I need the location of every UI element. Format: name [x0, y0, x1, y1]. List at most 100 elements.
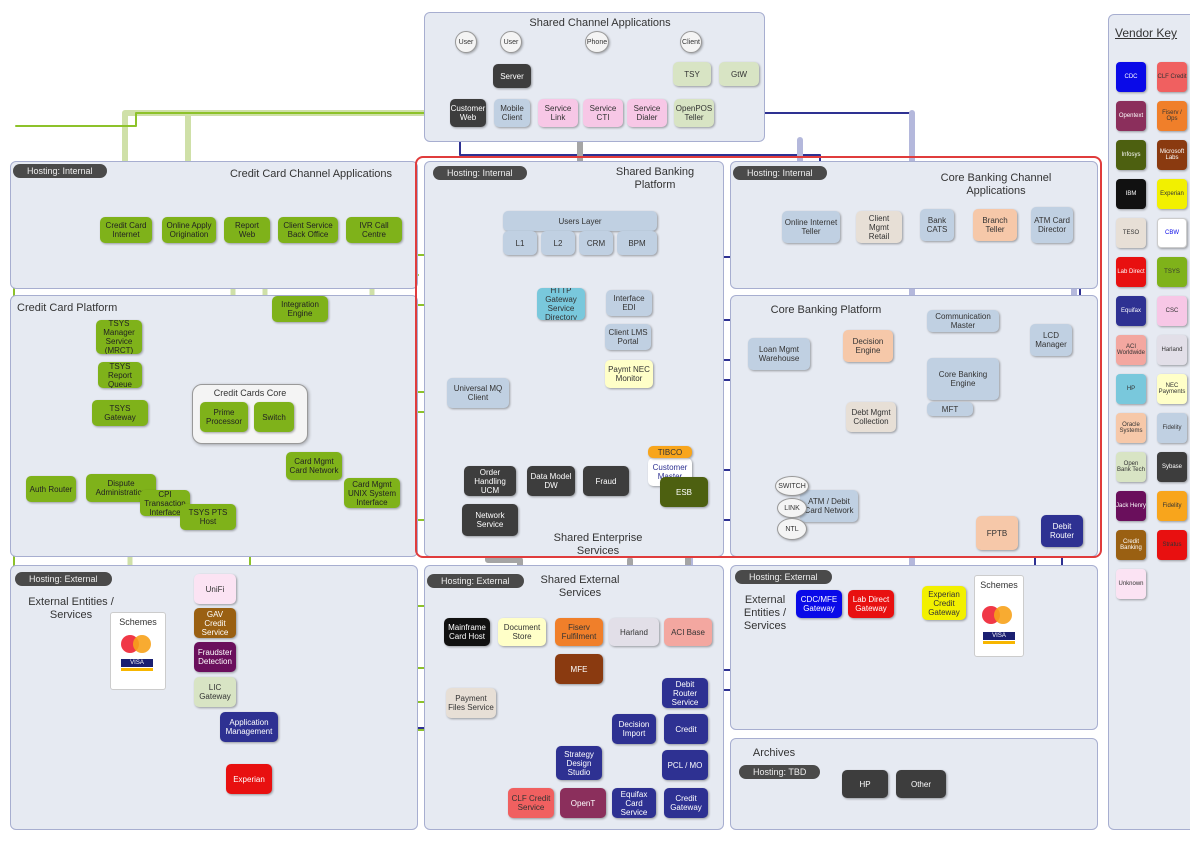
node-se-doc: Document Store	[498, 618, 546, 646]
hosting-tag: Hosting: External	[15, 572, 112, 586]
vendor-swatch: IBM	[1116, 179, 1146, 209]
node-cc-integration: Integration Engine	[272, 296, 328, 322]
node-se-clf: CLF Credit Service	[508, 788, 554, 818]
node-ch-svc3: Service Dialer	[627, 99, 667, 127]
vendor-swatch: Stratus	[1157, 530, 1187, 560]
node-cc-card-mgmt: Card Mgmt Card Network	[286, 452, 342, 480]
vendor-swatch: Fidelity	[1157, 413, 1187, 443]
node-cb-atm: ATM Card Director	[1031, 207, 1073, 243]
vendor-swatch: CLF Credit	[1157, 62, 1187, 92]
node-cp-lcd: LCD Manager	[1030, 324, 1072, 356]
node-ch-user1: User	[455, 31, 477, 53]
panel-subtitle: Shared Enterprise Services	[553, 532, 643, 557]
panel-title: Credit Card Channel Applications	[229, 168, 393, 180]
node-ar-hp: HP	[842, 770, 888, 798]
node-se-fiserv: Fiserv Fulfilment	[555, 618, 603, 646]
node-cp-loan-mgmt: Loan Mgmt Warehouse	[748, 338, 810, 370]
card-schemes-logo-right: Schemes VISA	[974, 575, 1024, 657]
vendor-swatch: Fidelity	[1157, 491, 1187, 521]
node-ch-user2: User	[500, 31, 522, 53]
visa-stripe	[121, 668, 153, 671]
node-sb-esb: ESB	[660, 477, 708, 507]
vendor-swatch: Fiserv / Ops	[1157, 101, 1187, 131]
node-cp-link: LINK	[777, 498, 807, 518]
connector-line	[15, 112, 453, 127]
credit-cards-core-label: Credit Cards Core	[213, 388, 287, 398]
node-cc-backoffice: Client Service Back Office	[278, 217, 338, 243]
hosting-tag: Hosting: TBD	[739, 765, 821, 779]
node-er-experian: Experian Credit Gateway	[922, 586, 966, 620]
vendor-swatch: TESO	[1116, 218, 1146, 248]
node-se-mfe: MFE	[555, 654, 603, 684]
node-sb-paymt: Paymt NEC Monitor	[605, 360, 653, 388]
node-er-cdc: CDC/MFE Gateway	[796, 590, 842, 618]
node-cb-bank: Bank CATS	[920, 209, 954, 241]
node-ch-svc1: Service Link	[538, 99, 578, 127]
node-cp-debit: Debit Router	[1041, 515, 1083, 547]
mastercard-icon	[133, 635, 151, 653]
vendor-swatch: Microsoft Labs	[1157, 140, 1187, 170]
panel-title: External Entities / Services	[743, 594, 787, 632]
vendor-swatch: Experian	[1157, 179, 1187, 209]
node-se-aci: ACI Base	[664, 618, 712, 646]
panel-title: Credit Card Platform	[17, 302, 118, 314]
vendor-swatch: CDC	[1116, 62, 1146, 92]
banking-platform-frame	[415, 156, 1102, 558]
hosting-tag: Hosting: Internal	[433, 166, 527, 180]
vendor-swatch: Infosys	[1116, 140, 1146, 170]
node-el-fraud: Fraudster Detection	[194, 642, 236, 672]
node-sb-tibco: TIBCO	[648, 446, 692, 458]
schemes-label: Schemes	[980, 580, 1018, 590]
node-cp-ntl: NTL	[777, 518, 807, 540]
panel-title: Shared External Services	[540, 574, 620, 599]
vendor-swatch: Sybase	[1157, 452, 1187, 482]
node-ch-openpos: OpenPOS Teller	[674, 99, 714, 127]
node-ch-custweb: Customer Web	[450, 99, 486, 127]
node-ch-mobile: Mobile Client	[494, 99, 530, 127]
vendor-swatch: TSYS	[1157, 257, 1187, 287]
node-sb-user-layer: Users Layer	[503, 211, 657, 231]
node-cp-core: Core Banking Engine	[927, 358, 999, 400]
vendor-swatch: Open Bank Tech	[1116, 452, 1146, 482]
mastercard-icon	[994, 606, 1012, 624]
node-er-lab: Lab Direct Gateway	[848, 590, 894, 618]
node-cc-auth: Auth Router	[26, 476, 76, 502]
node-ch-gtw: GtW	[719, 62, 759, 86]
node-cc-online: Online Apply Origination	[162, 217, 216, 243]
panel-title: Core Banking Channel Applications	[940, 172, 1052, 197]
node-ch-client: Client	[680, 31, 702, 53]
node-cb-branch: Branch Teller	[973, 209, 1017, 241]
node-cb-client: Client Mgmt Retail	[856, 211, 902, 243]
vendor-swatch: Lab Direct	[1116, 257, 1146, 287]
node-se-harland: Harland	[609, 618, 659, 646]
vendor-swatch: ACI Worldwide	[1116, 335, 1146, 365]
vendor-swatch: Credit Banking	[1116, 530, 1146, 560]
panel-title: Core Banking Platform	[770, 304, 882, 316]
node-sb-l1: L1	[503, 231, 537, 255]
node-cb-online: Online Internet Teller	[782, 211, 840, 243]
node-cp-decision: Decision Engine	[843, 330, 893, 362]
node-ar-other: Other	[896, 770, 946, 798]
node-ch-tsys: TSY	[673, 62, 711, 86]
panel-title: Archives	[752, 747, 796, 759]
node-se-pcl: PCL / MO	[662, 750, 708, 780]
node-cp-fptb: FPTB	[976, 516, 1018, 550]
node-sb-interface: Interface EDI	[606, 290, 652, 316]
node-se-debit: Debit Router Service	[662, 678, 708, 708]
node-se-decision: Decision Import	[612, 714, 656, 744]
vendor-swatch: Unknown	[1116, 569, 1146, 599]
node-cc-report: Report Web	[224, 217, 270, 243]
node-se-strategy: Strategy Design Studio	[556, 746, 602, 780]
node-sb-l2: L2	[541, 231, 575, 255]
panel-external-right: Hosting: External External Entities / Se…	[730, 565, 1098, 730]
schemes-label: Schemes	[119, 617, 157, 627]
vendor-key-title: Vendor Key	[1115, 26, 1178, 40]
node-el-experian: Experian	[226, 764, 272, 794]
vendor-swatch: CBW	[1157, 218, 1187, 248]
node-ch-phone: Phone	[585, 31, 609, 53]
vendor-swatch: NEC Payments	[1157, 374, 1187, 404]
node-sb-fraud: Fraud	[583, 466, 629, 496]
node-cc-ivr: IVR Call Centre	[346, 217, 402, 243]
node-sb-crm: CRM	[579, 231, 613, 255]
